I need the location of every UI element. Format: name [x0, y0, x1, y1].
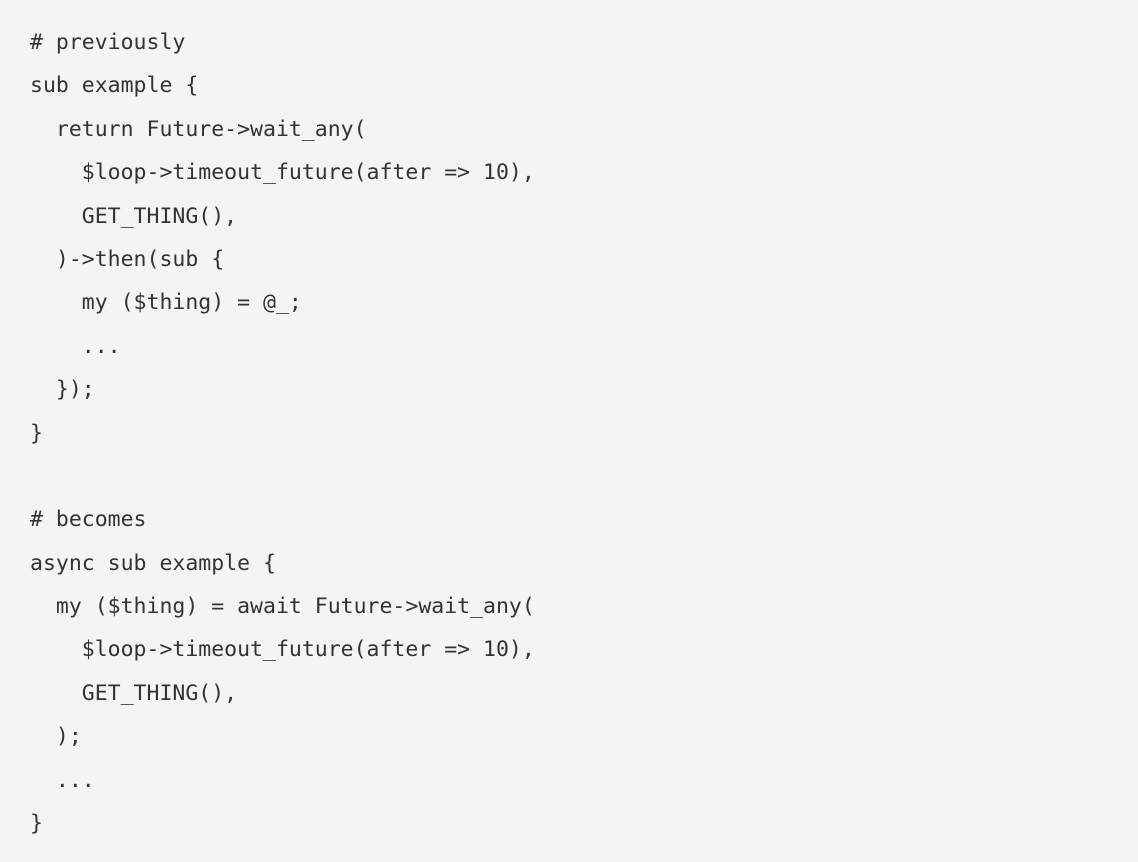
code-line: } — [30, 420, 43, 446]
code-line-blank — [30, 455, 1138, 498]
code-line: sub example { — [30, 73, 199, 99]
code-line: GET_THING(), — [30, 203, 238, 229]
code-line: ... — [30, 767, 95, 793]
code-line: $loop->timeout_future(after => 10), — [30, 160, 535, 186]
code-line: }); — [30, 377, 95, 403]
code-line: async sub example { — [30, 550, 276, 576]
code-lines: # previously sub example { return Future-… — [30, 21, 1138, 845]
code-line: GET_THING(), — [30, 680, 238, 706]
code-line: )->then(sub { — [30, 246, 225, 272]
code-line: } — [30, 811, 43, 837]
code-line: ... — [30, 333, 121, 359]
code-line: $loop->timeout_future(after => 10), — [30, 637, 535, 663]
code-line: # previously — [30, 30, 186, 55]
code-line: my ($thing) = await Future->wait_any( — [30, 594, 535, 620]
code-line: # becomes — [30, 507, 147, 533]
code-line: ); — [30, 724, 82, 750]
code-line: return Future->wait_any( — [30, 116, 367, 142]
code-line: my ($thing) = @_; — [30, 290, 302, 316]
